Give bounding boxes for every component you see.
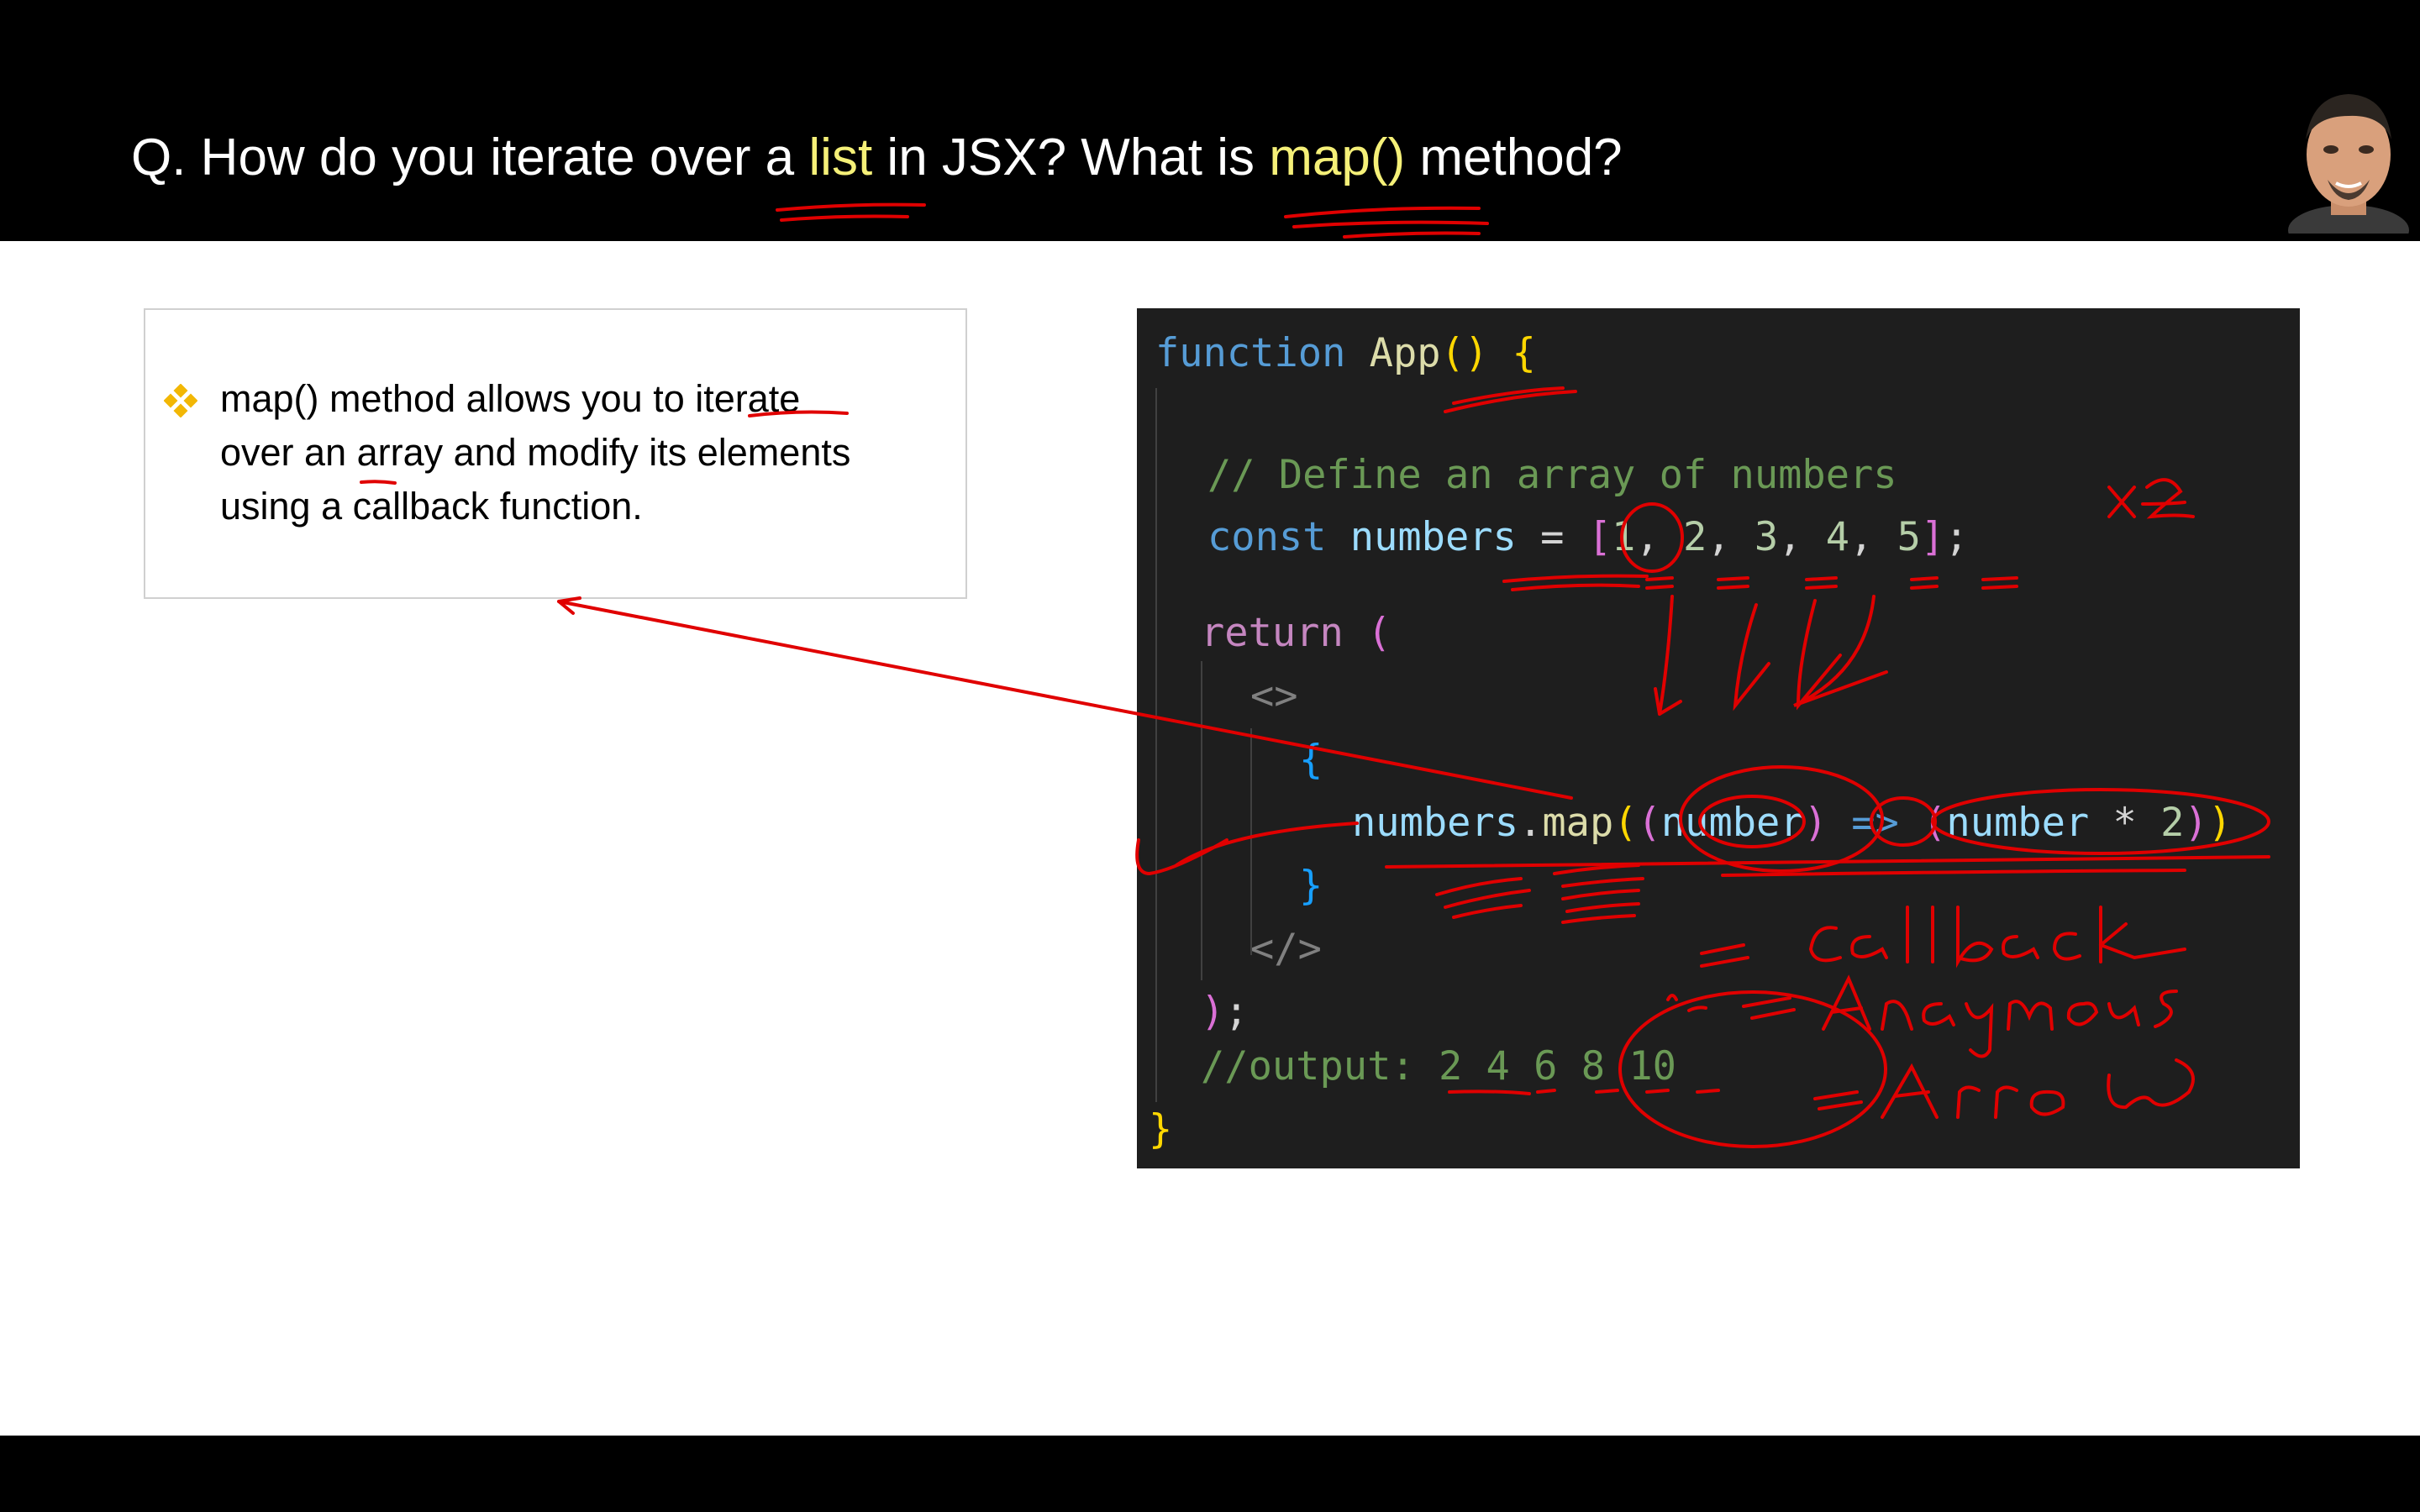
title-bar: Q. How do you iterate over a list in JSX… [0, 0, 2420, 241]
title-text: method? [1405, 129, 1623, 186]
bullet-line: using a callback function. [220, 485, 643, 528]
title-text: Q. How do you iterate over a [131, 129, 809, 186]
code-editor: function App() { // Define an array of n… [1137, 308, 2300, 1168]
code-line-5: <> [1250, 673, 1298, 719]
indent-guide [1155, 388, 1157, 1102]
bullet-line: over an array and modify its elements [220, 431, 851, 474]
bullet-card: map() method allows you to iterate over … [144, 308, 967, 599]
bottom-bar [0, 1436, 2420, 1512]
slide-title: Q. How do you iterate over a list in JSX… [131, 128, 1623, 187]
title-highlight-map: map() [1269, 129, 1406, 186]
indent-guide [1250, 728, 1252, 955]
presenter-avatar [2287, 81, 2410, 234]
code-line-6: { [1299, 737, 1323, 783]
code-line-9: </> [1250, 926, 1322, 972]
code-line-3: const numbers = [1, 2, 3, 4, 5]; [1207, 514, 1969, 560]
indent-guide [1201, 661, 1202, 980]
title-text: in JSX? What is [872, 129, 1270, 186]
code-line-1: function App() { [1155, 330, 1536, 376]
code-line-7: numbers.map((number) => (number * 2)) [1352, 800, 2232, 846]
diamond-bullet-icon [164, 384, 197, 417]
code-line-12: } [1149, 1106, 1173, 1152]
bullet-text: map() method allows you to iterate over … [220, 372, 943, 533]
code-line-4: return ( [1201, 610, 1392, 656]
code-line-2: // Define an array of numbers [1207, 452, 1897, 498]
code-line-8: } [1299, 863, 1323, 909]
code-line-11: //output: 2 4 6 8 10 [1201, 1043, 1676, 1089]
bullet-line: map() method allows you to iterate [220, 377, 801, 420]
code-line-10: ); [1201, 989, 1249, 1035]
title-highlight-list: list [808, 129, 873, 186]
